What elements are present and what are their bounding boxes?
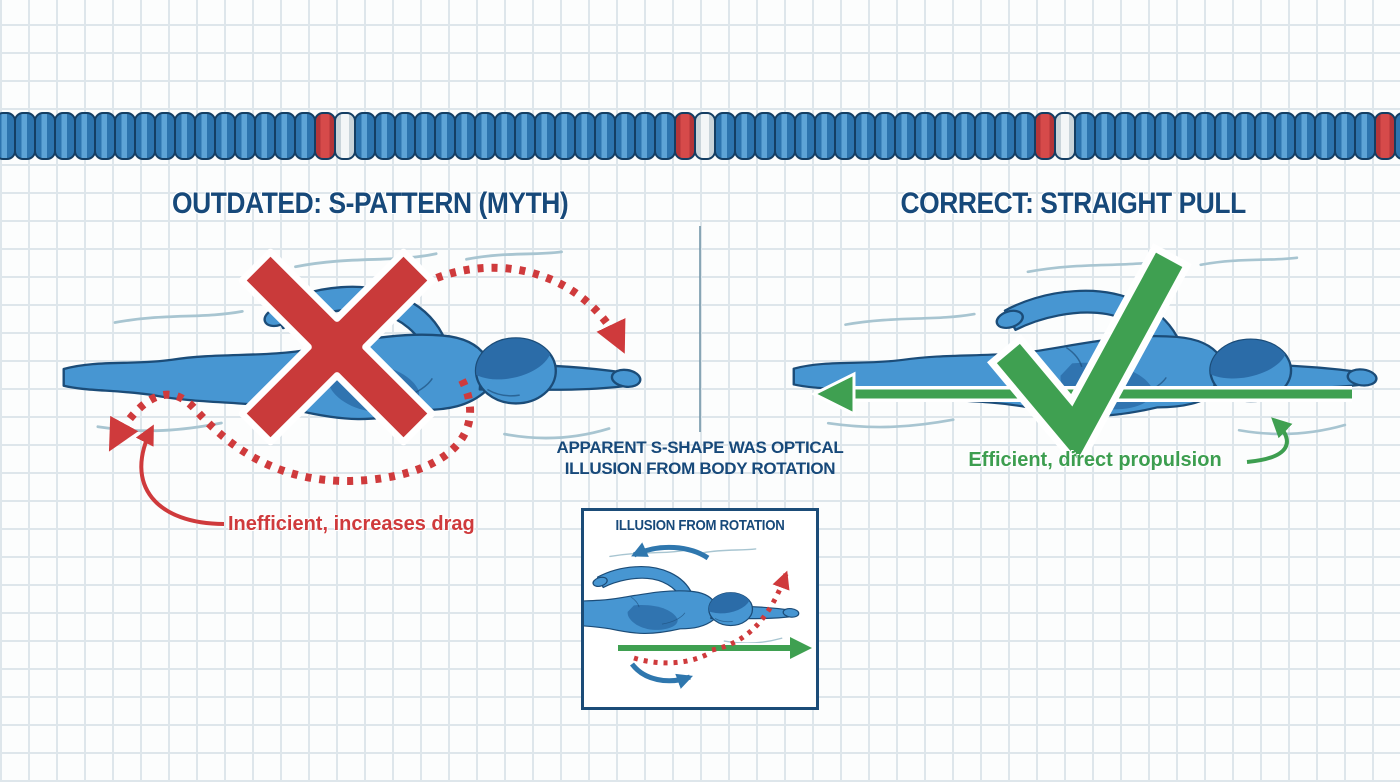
lane-rope-segment	[414, 112, 436, 160]
lane-rope-segment	[1074, 112, 1096, 160]
lane-rope-segment	[1014, 112, 1036, 160]
lane-rope-segment	[934, 112, 956, 160]
center-caption: APPARENT S-SHAPE WAS OPTICAL ILLUSION FR…	[530, 437, 870, 479]
lane-rope-segment	[1034, 112, 1056, 160]
check-mark-icon	[987, 243, 1192, 472]
lane-rope-segment	[494, 112, 516, 160]
lane-rope-segment	[234, 112, 256, 160]
lane-rope-segment	[1094, 112, 1116, 160]
rotation-inset-box	[581, 508, 819, 710]
lane-rope-segment	[554, 112, 576, 160]
lane-rope-segment	[574, 112, 596, 160]
lane-rope-segment	[674, 112, 696, 160]
lane-rope-segment	[1274, 112, 1296, 160]
section-divider	[699, 226, 701, 432]
lane-rope-segment	[1294, 112, 1316, 160]
lane-rope-segment	[1394, 112, 1400, 160]
center-caption-line1: APPARENT S-SHAPE WAS OPTICAL	[556, 438, 844, 457]
lane-rope-segment	[954, 112, 976, 160]
lane-rope-segment	[374, 112, 396, 160]
lane-rope-segment	[34, 112, 56, 160]
inset-box-title: ILLUSION FROM ROTATION	[581, 517, 819, 534]
lane-rope-segment	[114, 112, 136, 160]
lane-rope-segment	[254, 112, 276, 160]
lane-rope-segment	[834, 112, 856, 160]
inefficient-annotation-arrow	[135, 424, 225, 526]
lane-rope-segment	[1054, 112, 1076, 160]
lane-rope-segment	[614, 112, 636, 160]
left-section-title: OUTDATED: S-PATTERN (MYTH)	[120, 187, 620, 221]
x-mark-icon	[238, 248, 436, 446]
right-swimmer-illustration	[794, 258, 1378, 434]
lane-rope-segment	[474, 112, 496, 160]
lane-rope-segment	[134, 112, 156, 160]
lane-rope-segment	[1114, 112, 1136, 160]
lane-rope-segment	[294, 112, 316, 160]
lane-rope-segment	[1154, 112, 1176, 160]
inefficient-label: Inefficient, increases drag	[228, 513, 475, 535]
lane-rope-segment	[174, 112, 196, 160]
lane-rope-segment	[214, 112, 236, 160]
lane-rope-segment	[434, 112, 456, 160]
lane-rope-segment	[634, 112, 656, 160]
lane-rope-segment	[654, 112, 676, 160]
inset-box-title-text: ILLUSION FROM ROTATION	[615, 517, 785, 534]
lane-rope-segment	[334, 112, 356, 160]
lane-rope-segment	[54, 112, 76, 160]
lane-rope-segment	[914, 112, 936, 160]
lane-rope-segment	[874, 112, 896, 160]
lane-rope-segment	[1334, 112, 1356, 160]
lane-rope-segment	[274, 112, 296, 160]
lane-rope-segment	[314, 112, 336, 160]
lane-rope-segment	[714, 112, 736, 160]
lane-rope-segment	[694, 112, 716, 160]
efficient-annotation-arrow	[1246, 417, 1293, 464]
lane-rope-segment	[794, 112, 816, 160]
lane-rope-segment	[14, 112, 36, 160]
lane-rope-segment	[514, 112, 536, 160]
left-section-title-text: OUTDATED: S-PATTERN (MYTH)	[171, 187, 569, 220]
lane-rope-segment	[1354, 112, 1376, 160]
lane-rope-segment	[534, 112, 556, 160]
lane-rope-segment	[774, 112, 796, 160]
lane-rope-segment	[594, 112, 616, 160]
lane-rope-segment	[154, 112, 176, 160]
lane-rope-segment	[1194, 112, 1216, 160]
lane-rope-segment	[974, 112, 996, 160]
pool-lane-rope	[0, 112, 1400, 160]
lane-rope-segment	[754, 112, 776, 160]
lane-rope-segment	[814, 112, 836, 160]
lane-rope-segment	[894, 112, 916, 160]
lane-rope-segment	[1134, 112, 1156, 160]
efficient-label: Efficient, direct propulsion	[968, 449, 1222, 471]
lane-rope-segment	[194, 112, 216, 160]
lane-rope-segment	[1374, 112, 1396, 160]
right-section-title: CORRECT: STRAIGHT PULL	[823, 187, 1323, 221]
lane-rope-segment	[394, 112, 416, 160]
lane-rope-segment	[454, 112, 476, 160]
lane-rope-segment	[1314, 112, 1336, 160]
lane-rope-segment	[1214, 112, 1236, 160]
center-caption-line2: ILLUSION FROM BODY ROTATION	[564, 459, 836, 478]
right-section-title-text: CORRECT: STRAIGHT PULL	[900, 187, 1246, 220]
left-swimmer-illustration	[64, 252, 642, 438]
lane-rope-segment	[1174, 112, 1196, 160]
lane-rope-segment	[94, 112, 116, 160]
straight-pull-arrow	[810, 371, 1352, 417]
lane-rope-segment	[1234, 112, 1256, 160]
lane-rope-segment	[994, 112, 1016, 160]
lane-rope-segment	[734, 112, 756, 160]
lane-rope-segment	[1254, 112, 1276, 160]
lane-rope-segment	[354, 112, 376, 160]
lane-rope-segment	[74, 112, 96, 160]
lane-rope-segment	[854, 112, 876, 160]
